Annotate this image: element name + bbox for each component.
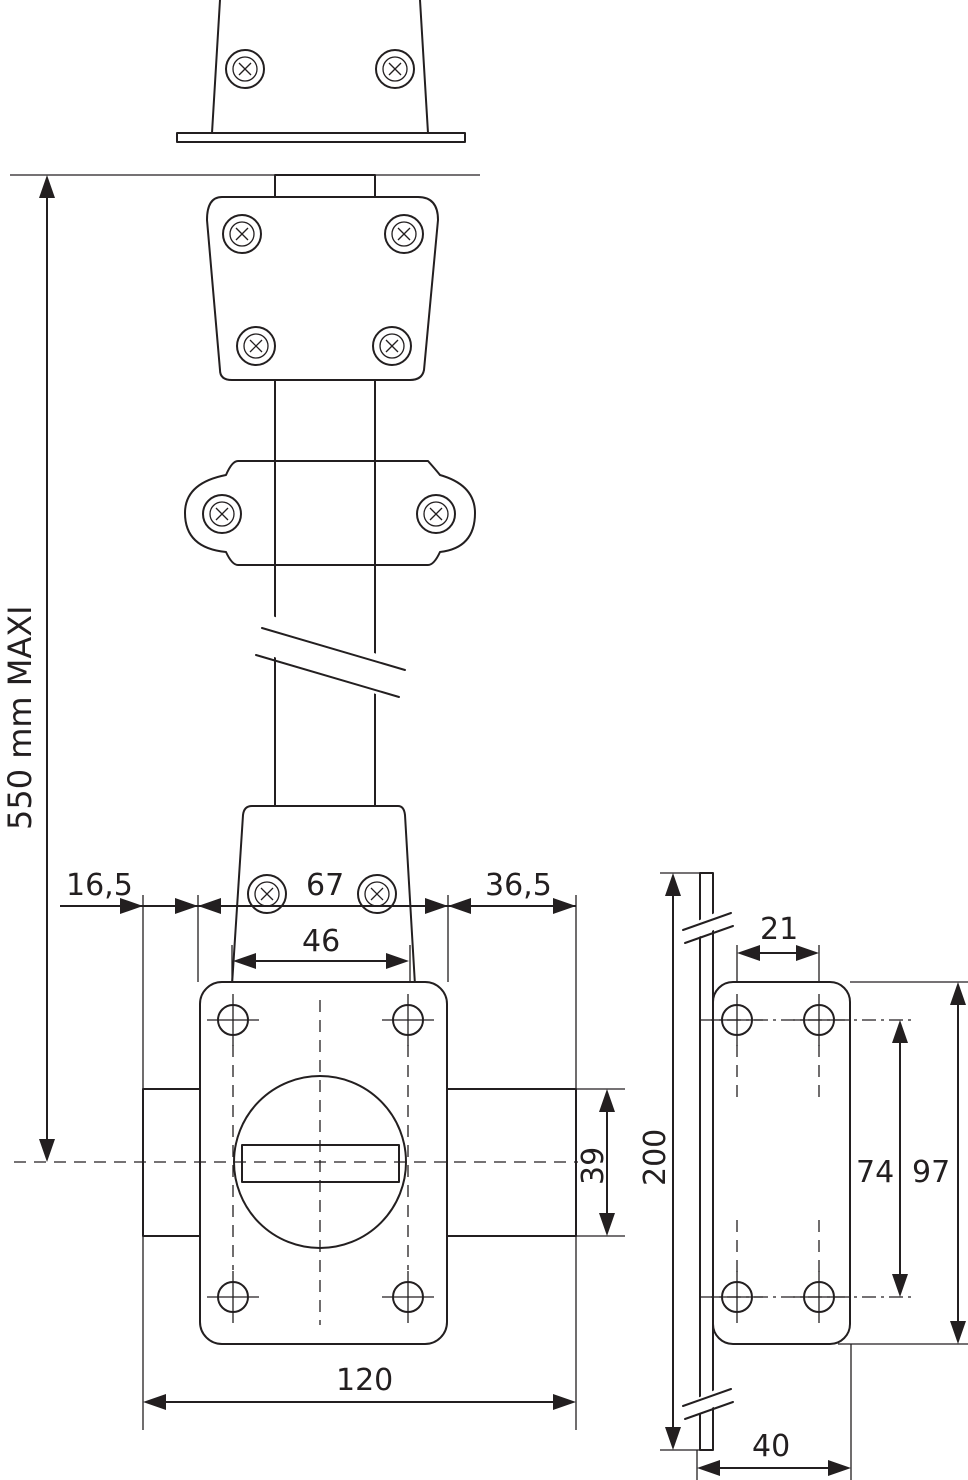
upper-guide-bracket [206, 196, 439, 381]
dimension-keeper-length: 200 [638, 873, 681, 1450]
dimension-body-height: 39 [576, 1089, 615, 1236]
hole-span-label: 46 [302, 924, 340, 959]
vertical-rod [253, 174, 418, 807]
dimension-keeper-depth: 40 [697, 1429, 851, 1476]
dimension-rod-length: 550 mm MAXI [1, 175, 55, 1162]
rod-clamp [184, 460, 476, 566]
lock-case [199, 981, 448, 1345]
keeper-hole-vertical-label: 74 [856, 1155, 894, 1190]
keeper-length-label: 200 [638, 1129, 673, 1186]
keeper-depth-label: 40 [752, 1429, 790, 1464]
keeper-side-view [660, 872, 968, 1480]
front-extension-lines [142, 895, 625, 1430]
dimension-keeper-plate-height: 97 [912, 982, 966, 1344]
screw-span-label: 67 [306, 868, 344, 903]
body-height-label: 39 [576, 1147, 611, 1185]
dimension-hole-span: 46 [233, 924, 409, 969]
keeper-plate-height-label: 97 [912, 1155, 950, 1190]
dimension-offsets-row: 16,5 67 36,5 [60, 868, 576, 914]
total-width-label: 120 [336, 1363, 393, 1398]
dimension-keeper-hole-span: 21 [737, 912, 819, 961]
dimension-total-width: 120 [143, 1363, 576, 1410]
dimension-keeper-hole-vertical: 74 [856, 1020, 908, 1297]
left-offset-label: 16,5 [66, 868, 133, 903]
keeper-hole-span-label: 21 [760, 912, 798, 947]
rod-length-label: 550 mm MAXI [1, 605, 39, 830]
top-mounting-bracket [176, 0, 466, 143]
right-offset-label: 36,5 [485, 868, 552, 903]
